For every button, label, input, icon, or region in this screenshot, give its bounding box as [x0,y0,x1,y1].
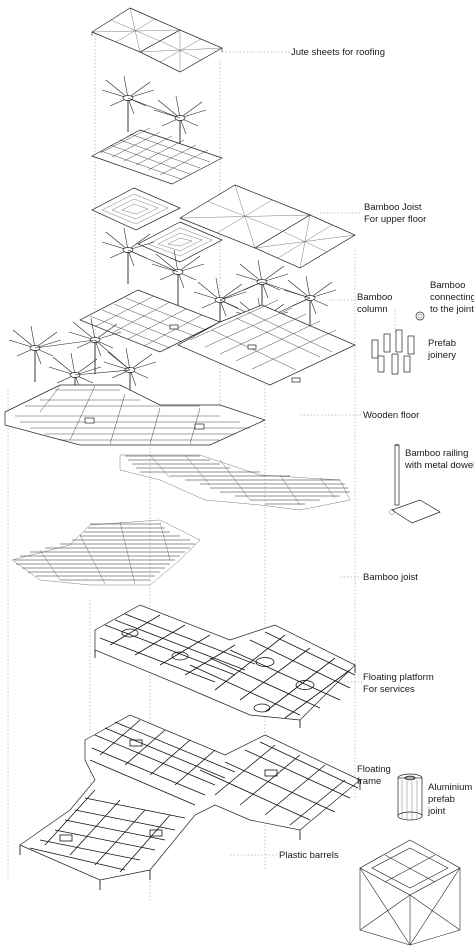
upper-umbrella-columns [101,75,207,153]
middle-floor-deck [79,289,356,386]
floating-platform-services [94,604,356,728]
prefab-joinery-detail [371,310,425,375]
label-floating-platform-line1: Floating platform [363,672,434,683]
label-plastic-barrels: Plastic barrels [279,850,339,861]
upper-floor-roof-panels [179,184,356,269]
label-bamboo-column-line1: Bamboo [357,292,392,303]
label-wooden-floor: Wooden floor [363,410,419,421]
bamboo-railing-detail [389,443,441,524]
label-floating-frame-line1: Floating [357,764,391,775]
label-floating-frame-line2: frame [357,776,381,787]
upper-floor-joist-squares [91,187,223,263]
label-bamboo-connecting-line3: to the joint [430,304,474,315]
floating-frame [19,714,361,890]
label-bamboo-joist-upper-line1: Bamboo Joist [364,202,422,213]
aluminium-joint-detail [397,773,423,821]
label-bamboo-railing-line2: with metal dowel [404,460,474,471]
label-jute-roofing: Jute sheets for roofing [291,47,385,58]
plastic-barrel-frame-detail [359,839,461,946]
label-aluminium-joint-line2: prefab [428,794,455,805]
label-bamboo-connecting-line2: connecting [430,292,474,303]
bamboo-joist-layer-upper [119,454,351,511]
label-bamboo-railing-line1: Bamboo railing [405,448,468,459]
label-bamboo-column-line2: column [357,304,388,315]
label-floating-platform-line2: For services [363,684,415,695]
leader-lines [222,51,362,856]
lower-umbrella-columns [8,317,157,410]
labels: Jute sheets for roofing Bamboo Joist For… [279,47,474,861]
label-bamboo-joist-upper-line2: For upper floor [364,214,426,225]
label-bamboo-joist: Bamboo joist [363,572,418,583]
jute-roof-panels [91,7,223,73]
bamboo-joist-layer-lower [11,519,201,586]
label-prefab-joinery-line1: Prefab [428,338,456,349]
label-aluminium-joint-line3: joint [427,806,446,817]
upper-joist-grid [91,127,223,185]
wooden-floor-deck [4,384,266,446]
label-bamboo-connecting-line1: Bamboo [430,280,465,291]
label-prefab-joinery-line2: joinery [427,350,456,361]
label-aluminium-joint-line1: Aluminium [428,782,472,793]
